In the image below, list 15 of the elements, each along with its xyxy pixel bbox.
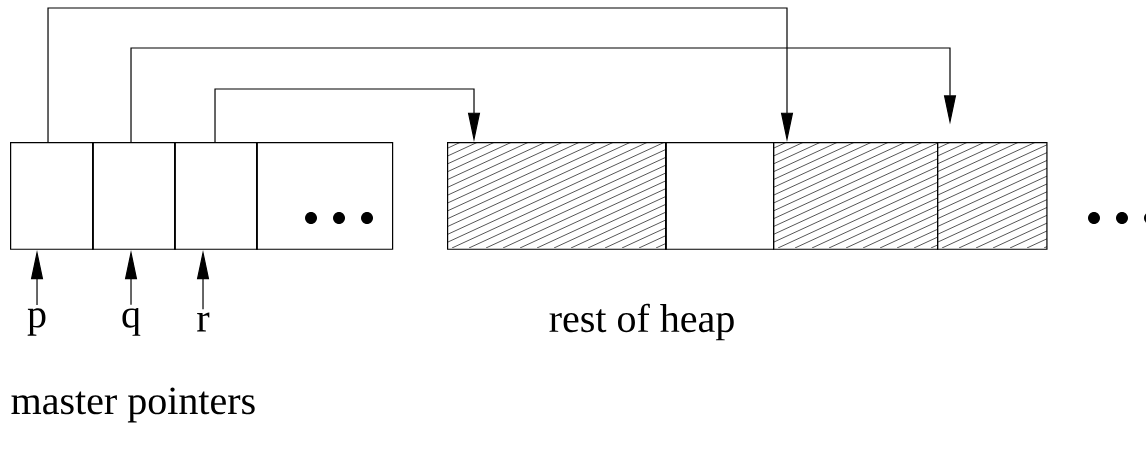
pointer-label: p: [27, 308, 46, 336]
arrow: [214, 88, 481, 143]
memory-cell: [92, 142, 176, 250]
hatched-block: [773, 142, 939, 250]
caption-text: rest of heap: [549, 303, 734, 341]
pointer-label: q: [122, 308, 141, 336]
memory-cell: [174, 142, 258, 250]
arrow: [47, 7, 794, 143]
memory-cell: [665, 142, 775, 250]
pointer-label: r: [197, 312, 210, 332]
memory-cell: [10, 142, 94, 250]
arrow: [130, 47, 957, 143]
hatched-block: [937, 142, 1048, 250]
caption-text: master pointers: [11, 387, 255, 423]
hatched-block: [447, 142, 667, 250]
